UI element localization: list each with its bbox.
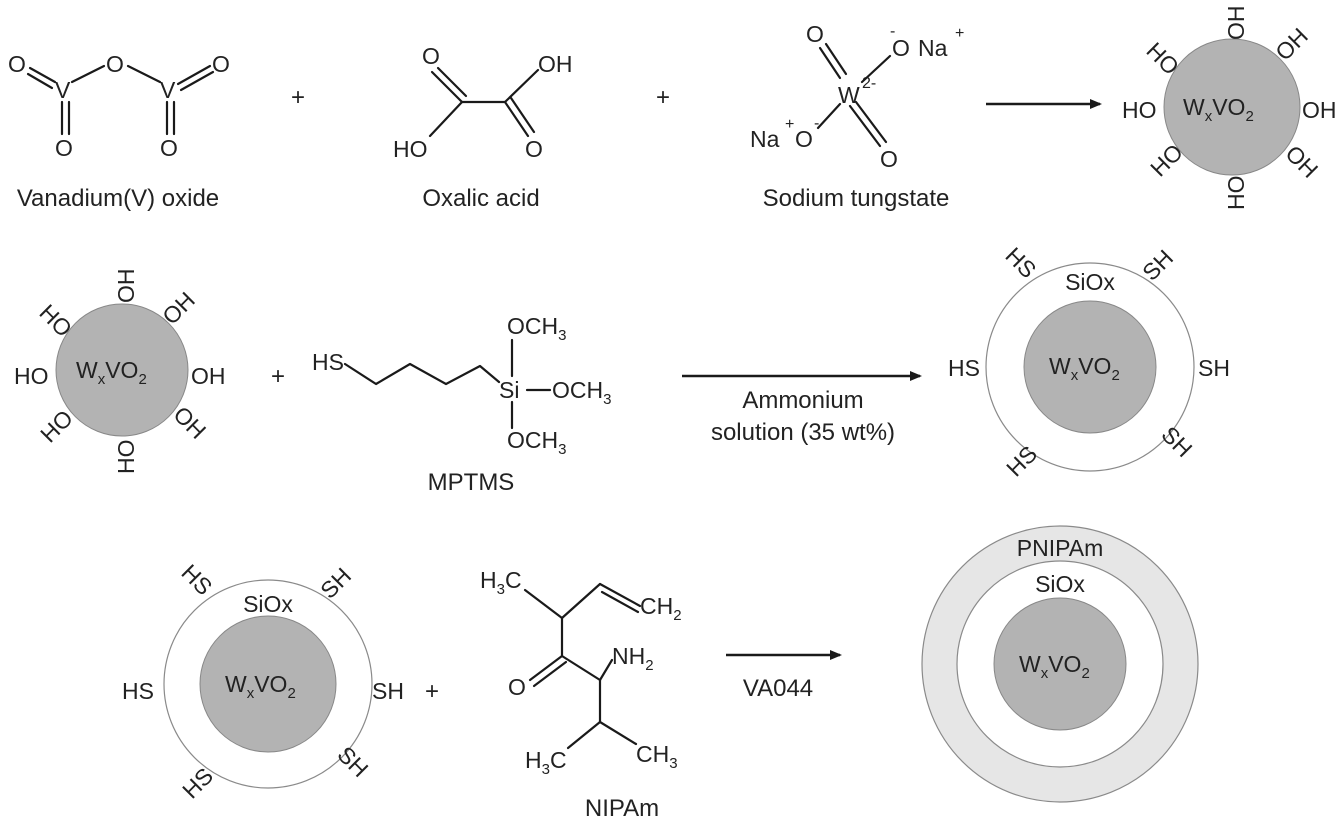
atom-o-upper-right: O bbox=[892, 35, 910, 61]
plus-sign-1: + bbox=[291, 84, 305, 111]
w-charge: 2- bbox=[862, 75, 876, 92]
sodium-tungstate-label: Sodium tungstate bbox=[763, 185, 950, 212]
plus-sign-4: + bbox=[425, 678, 439, 705]
atom-w: W bbox=[838, 82, 860, 108]
hs-left: HS bbox=[948, 355, 980, 381]
atom-oh: OH bbox=[538, 51, 573, 77]
pnipam-coated-particle: PNIPAm SiOx WxVO2 bbox=[921, 525, 1199, 803]
vanadium-oxide-structure: O V O V O O O bbox=[8, 51, 230, 161]
oh-right: OH bbox=[191, 363, 226, 389]
hydroxylated-particle-2: WxVO2 OH OH OH OH HO HO HO HO bbox=[14, 269, 226, 475]
oxalic-acid-label: Oxalic acid bbox=[422, 185, 539, 212]
atom-o-bottom-left: O bbox=[55, 135, 73, 161]
mptms-structure: HS Si OCH3 OCH3 OCH3 bbox=[312, 313, 611, 458]
och3-top: OCH3 bbox=[507, 313, 566, 344]
atom-o-upper-left: O bbox=[806, 21, 824, 47]
h3c-top: H3C bbox=[480, 567, 522, 598]
atom-v-right: V bbox=[160, 77, 176, 103]
atom-o-bottom: O bbox=[525, 136, 543, 162]
atom-na-lower: Na bbox=[750, 126, 780, 152]
atom-o-lower-right: O bbox=[880, 146, 898, 172]
plus-sign-3: + bbox=[271, 363, 285, 390]
atom-hs: HS bbox=[312, 349, 344, 375]
ho-left: HO bbox=[1122, 97, 1157, 123]
och3-right: OCH3 bbox=[552, 377, 611, 408]
na-plus-upper: + bbox=[955, 25, 964, 42]
sh-right: SH bbox=[372, 678, 404, 704]
ch2-group: CH2 bbox=[640, 593, 682, 624]
pnipam-label: PNIPAm bbox=[1017, 535, 1103, 561]
atom-o-lower-left: O bbox=[795, 126, 813, 152]
sodium-tungstate-structure: O W 2- O - Na + Na + O - O bbox=[750, 21, 964, 172]
oh-right: OH bbox=[1302, 97, 1337, 123]
o-minus-lower: - bbox=[814, 115, 819, 132]
na-plus-lower: + bbox=[785, 116, 794, 133]
core-formula: WxVO2 bbox=[76, 357, 147, 388]
hydroxylated-particle-1: WxVO2 OH OH OH OH HO HO HO HO bbox=[1122, 6, 1337, 211]
hs-upper-left: HS bbox=[176, 559, 217, 600]
condition-ammonium: Ammonium bbox=[742, 387, 863, 414]
ho-bottom: HO bbox=[113, 440, 139, 475]
condition-solution: solution (35 wt%) bbox=[711, 419, 895, 446]
silica-coated-particle-1: SiOx WxVO2 HS SH HS SH HS SH bbox=[948, 242, 1230, 481]
atom-o-bottom-right: O bbox=[160, 135, 178, 161]
oxalic-acid-structure: O OH HO O bbox=[393, 43, 573, 162]
core-formula: WxVO2 bbox=[1183, 94, 1254, 125]
h3c-bottom: H3C bbox=[525, 747, 567, 778]
o-minus-upper: - bbox=[890, 23, 895, 40]
atom-o-carbonyl: O bbox=[508, 674, 526, 700]
particle-core bbox=[993, 597, 1127, 731]
ho-left: HO bbox=[14, 363, 49, 389]
plus-sign-2: + bbox=[656, 84, 670, 111]
oh-top: OH bbox=[113, 269, 139, 304]
core-formula: WxVO2 bbox=[225, 671, 296, 702]
sh-right: SH bbox=[1198, 355, 1230, 381]
ho-bottom: HO bbox=[1223, 176, 1249, 211]
atom-na-upper: Na bbox=[918, 35, 948, 61]
particle-core bbox=[55, 303, 189, 437]
particle-core bbox=[1023, 300, 1157, 434]
mptms-label: MPTMS bbox=[428, 469, 515, 496]
nipam-structure: H3C CH2 O NH2 H3C CH3 bbox=[480, 567, 682, 778]
hs-left: HS bbox=[122, 678, 154, 704]
vanadium-oxide-label: Vanadium(V) oxide bbox=[17, 185, 219, 212]
shell-label: SiOx bbox=[1035, 571, 1085, 597]
atom-o-right: O bbox=[212, 51, 230, 77]
atom-o-left: O bbox=[8, 51, 26, 77]
oh-top: OH bbox=[1223, 6, 1249, 41]
och3-bottom: OCH3 bbox=[507, 427, 566, 458]
atom-ho: HO bbox=[393, 136, 428, 162]
particle-core bbox=[199, 615, 337, 753]
condition-va044: VA044 bbox=[743, 675, 813, 702]
atom-si: Si bbox=[499, 377, 519, 403]
particle-core bbox=[1163, 38, 1301, 176]
nipam-label: NIPAm bbox=[585, 795, 659, 822]
core-formula: WxVO2 bbox=[1049, 353, 1120, 384]
shell-label: SiOx bbox=[1065, 269, 1115, 295]
core-formula: WxVO2 bbox=[1019, 651, 1090, 682]
ch3-bottom: CH3 bbox=[636, 741, 678, 772]
atom-o-bridge: O bbox=[106, 51, 124, 77]
nh2-group: NH2 bbox=[612, 643, 654, 674]
silica-coated-particle-2: SiOx WxVO2 HS SH HS SH HS SH bbox=[122, 559, 404, 803]
atom-o-top: O bbox=[422, 43, 440, 69]
hs-upper-left: HS bbox=[1000, 242, 1041, 283]
shell-label: SiOx bbox=[243, 591, 293, 617]
atom-v-left: V bbox=[55, 77, 71, 103]
